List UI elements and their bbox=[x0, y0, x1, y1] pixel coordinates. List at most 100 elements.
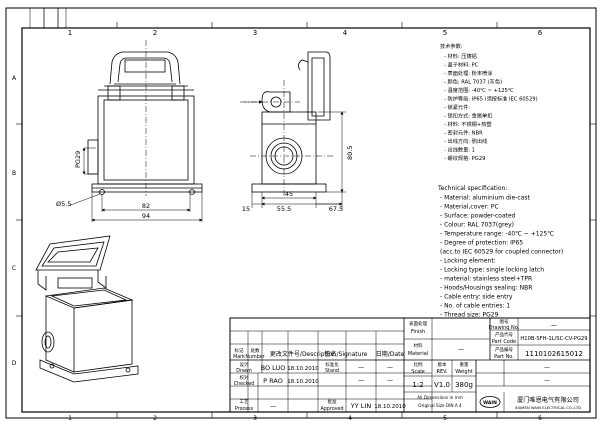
approved-date: 18.10.2010 bbox=[374, 404, 406, 410]
dim-67-5: 67.5 bbox=[329, 205, 343, 213]
dim-80-5: 80.5 bbox=[346, 146, 354, 160]
checked-label: Checked bbox=[234, 381, 255, 387]
drawing-no-label-cn: 图号 bbox=[500, 319, 509, 325]
zone-top-1: 1 bbox=[68, 29, 72, 37]
rev-value-blank: — bbox=[544, 364, 550, 371]
checked-extra: — bbox=[358, 377, 364, 384]
dim-94: 94 bbox=[142, 212, 150, 220]
title-block bbox=[229, 317, 591, 413]
company-logo: WAIN bbox=[479, 396, 501, 408]
stand-label: Stand bbox=[325, 368, 339, 374]
size-note: Original Size DIN A 4 bbox=[418, 403, 462, 408]
side-dimensions bbox=[251, 111, 346, 208]
zone-top-4: 4 bbox=[343, 29, 348, 37]
dim-55-5: 55.5 bbox=[277, 205, 291, 213]
isometric-view bbox=[35, 235, 139, 383]
dim-pg29-front: PG29 bbox=[74, 151, 82, 168]
number-label: Number bbox=[245, 354, 264, 360]
approved-label: Approved bbox=[320, 406, 343, 412]
drawing-no-value: — bbox=[551, 322, 557, 329]
drawing-no-label: Drawing No. bbox=[489, 325, 520, 331]
rev-label: REV. bbox=[437, 369, 448, 375]
spec-en-item: - Degree of protection: IP65 bbox=[440, 240, 523, 247]
spec-en-item: - Surface: powder-coated bbox=[440, 213, 516, 220]
zone-ticks bbox=[16, 22, 596, 418]
drawn-date: 18.10.2010 bbox=[287, 366, 319, 372]
spec-chinese: 技术参数: - 材料: 压铸铝 - 盖子材料: PC - 表面处理: 粉末喷涂 … bbox=[440, 42, 538, 162]
stand-date: — bbox=[387, 364, 393, 371]
checked-date: 18.10.2010 bbox=[287, 379, 319, 385]
material-label-cn: 材料 bbox=[414, 342, 423, 349]
zone-side-c: C bbox=[12, 265, 16, 272]
spec-en-item: - Material: aluminium die-cast bbox=[440, 195, 530, 202]
spec-cn-item: - 盖子材料: PC bbox=[444, 61, 479, 69]
zone-top-6: 6 bbox=[538, 29, 543, 37]
checked-extra-date: — bbox=[387, 377, 393, 384]
drawn-label: Drawn bbox=[236, 368, 252, 374]
mark-label-cn: 标记 bbox=[235, 347, 244, 354]
approved-label-cn: 批准 bbox=[328, 398, 337, 405]
material-label: Material bbox=[408, 351, 428, 357]
zone-bottom-2: 2 bbox=[153, 415, 157, 422]
zone-bottom-5: 5 bbox=[443, 415, 447, 422]
zone-side-b: B bbox=[12, 170, 16, 177]
spec-en-item: - Locking type: single locking latch bbox=[440, 267, 544, 274]
spec-cn-item: - 螺纹规格: PG29 bbox=[444, 154, 485, 162]
date-label: 日期/Date bbox=[376, 350, 405, 358]
spec-cn-item: - 出线数量: 1 bbox=[444, 146, 475, 154]
spec-en-item: - Cable entry: side entry bbox=[440, 294, 513, 301]
spec-en-item: - Colour: RAL 7037(grey) bbox=[440, 222, 514, 229]
zone-bottom-4: 4 bbox=[348, 415, 352, 422]
approved-name: YY LIN bbox=[350, 402, 372, 410]
revision-strip bbox=[29, 7, 67, 29]
weight-label-cn: 重量 bbox=[460, 361, 469, 368]
material-value: — bbox=[458, 346, 464, 353]
weight-value: 380g bbox=[455, 381, 473, 389]
dim-15: 15 bbox=[242, 205, 250, 213]
weight-value-blank: — bbox=[544, 377, 550, 384]
spec-cn-title: 技术参数: bbox=[440, 42, 463, 50]
drawn-name: BO LUO bbox=[261, 364, 286, 372]
spec-en-item: - Hoods/Housings sealing: NBR bbox=[440, 285, 532, 292]
front-dimensions bbox=[67, 147, 203, 222]
outer-frame bbox=[5, 7, 597, 419]
stand-value: — bbox=[358, 364, 364, 371]
company-name-cn: 厦门唯恩电气有限公司 bbox=[517, 396, 579, 404]
part-no-label-cn: 产品编号 bbox=[495, 346, 513, 353]
scale-label: Scale bbox=[411, 369, 424, 375]
spec-cn-item: - 颜色: RAL 7037 (灰色) bbox=[444, 78, 502, 86]
units-note: All Dimensions in mm bbox=[417, 395, 463, 400]
zone-side-d: D bbox=[12, 360, 17, 367]
description-label: 更改文件号/Description bbox=[270, 350, 336, 358]
company-name: XIAMEN WAIN ELECTRICAL CO.,LTD bbox=[515, 405, 581, 410]
process-label-cn: 工艺 bbox=[240, 399, 249, 405]
scale-label-cn: 比例 bbox=[414, 361, 423, 368]
scale-value: 1:2 bbox=[412, 381, 423, 389]
process-label: Process bbox=[235, 406, 254, 412]
spec-en-item: - Temperature range: -40℃ ~ +125℃ bbox=[440, 231, 554, 238]
spec-en-item: - Material,cover: PC bbox=[440, 204, 499, 211]
checked-label-cn: 校对 bbox=[240, 374, 249, 381]
zone-bottom-1: 1 bbox=[68, 415, 72, 422]
finish-label: Finish bbox=[411, 329, 425, 335]
zone-top-2: 2 bbox=[153, 29, 157, 37]
dim-82: 82 bbox=[142, 202, 150, 210]
weight-label: Weight bbox=[455, 369, 472, 375]
part-no-label: Part No. bbox=[494, 354, 514, 360]
title-block-text: 表面处理 Finish 材料 Material — 图号 Drawing No.… bbox=[233, 319, 588, 412]
svg-text:WAIN: WAIN bbox=[483, 400, 497, 406]
rev-label-cn: 版本 bbox=[438, 361, 447, 368]
spec-english: Technical specification: - Material: alu… bbox=[437, 185, 563, 319]
part-code-label: Part Code bbox=[492, 339, 516, 345]
mark-label: Mark bbox=[233, 354, 245, 360]
spec-en-item: - Locking element: bbox=[440, 258, 496, 265]
part-code-label-cn: 产品代号 bbox=[495, 331, 513, 338]
finish-label-cn: 表面处理 bbox=[409, 320, 427, 327]
spec-cn-item: - 密封元件: NBR bbox=[444, 129, 483, 137]
drawn-label-cn: 设计 bbox=[240, 361, 249, 368]
spec-cn-item: - 出线方向: 侧出线 bbox=[444, 137, 487, 145]
front-view bbox=[87, 40, 203, 196]
signature-label: 签名/Signature bbox=[325, 350, 368, 358]
spec-cn-item: - 表面处理: 粉末喷涂 bbox=[444, 69, 493, 77]
